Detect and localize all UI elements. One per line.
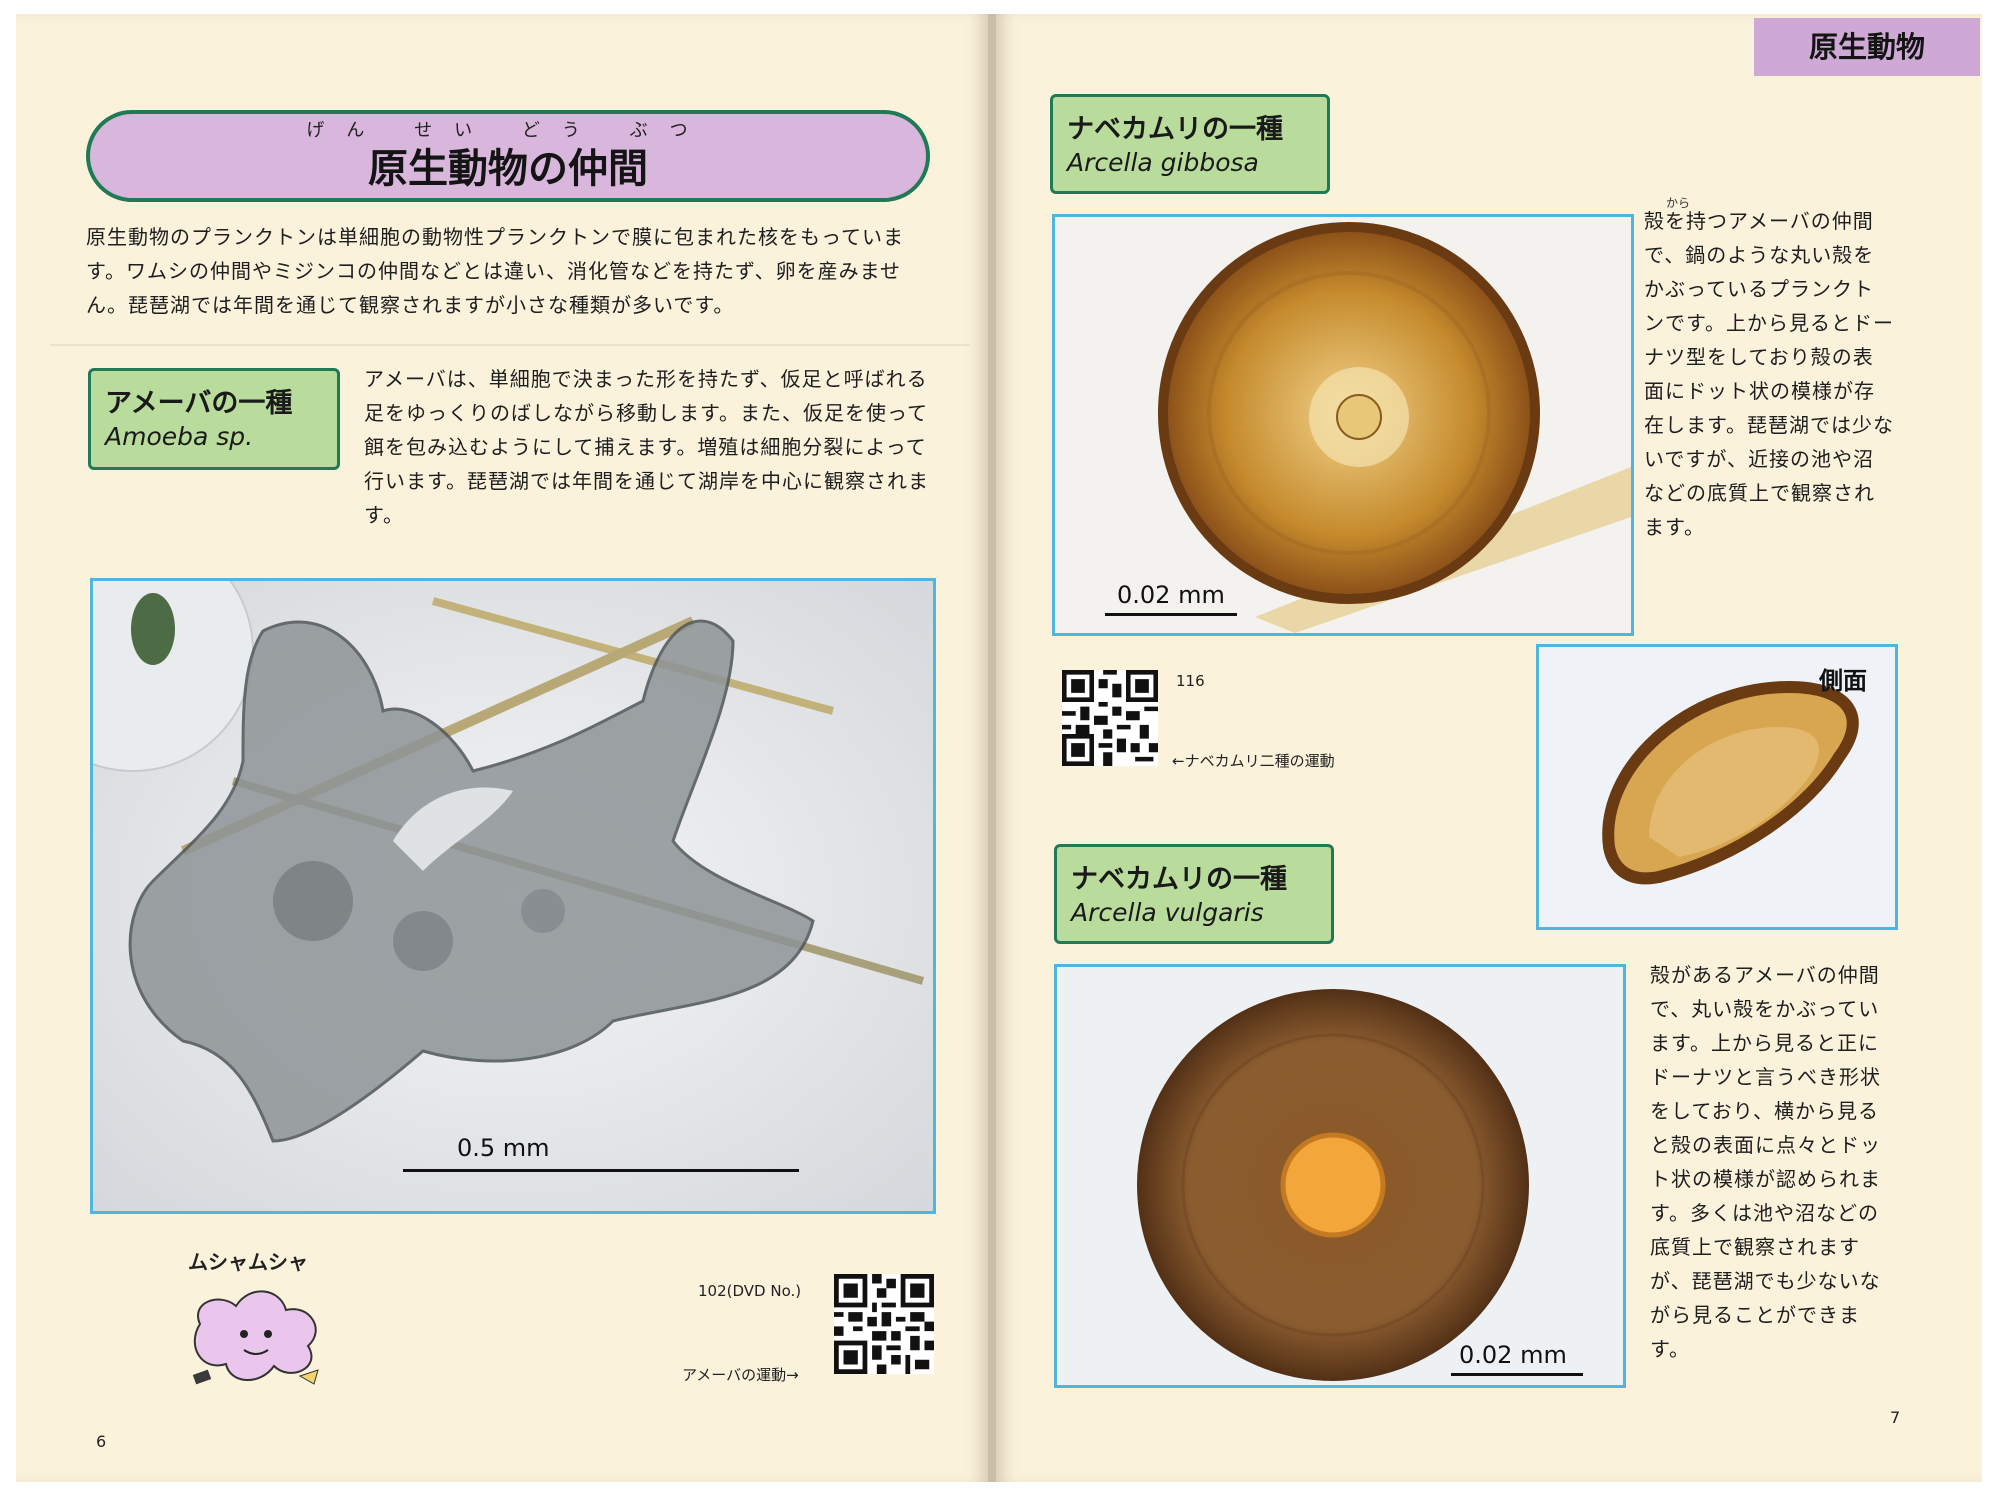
species1-scale-label: 0.02 mm — [1117, 581, 1225, 609]
title-banner: げん せい どう ぶつ 原生動物の仲間 — [86, 110, 930, 202]
species1-name-jp: ナベカムリの一種 — [1067, 114, 1283, 145]
page-number-left: 6 — [96, 1432, 107, 1451]
qr-caption-amoeba: アメーバの運動→ — [682, 1366, 799, 1384]
side-view-label: 側面 — [1819, 667, 1867, 695]
qr-code-arcella[interactable] — [1062, 670, 1158, 766]
species2-scale-bar — [1451, 1373, 1583, 1376]
mascot-text: ムシャムシャ — [188, 1250, 308, 1274]
intro-paragraph: 原生動物のプランクトンは単細胞の動物性プランクトンで膜に包まれた核をもっています… — [86, 225, 904, 317]
species2-label: ナベカムリの一種 Arcella vulgaris — [1054, 844, 1334, 944]
qr-code-amoeba[interactable] — [834, 1274, 934, 1374]
arcella-gibbosa-illustration — [1055, 217, 1631, 633]
amoeba-label: アメーバの一種 Amoeba sp. — [88, 368, 340, 470]
species1-label: ナベカムリの一種 Arcella gibbosa — [1050, 94, 1330, 194]
qr-caption-arcella: ←ナベカムリ二種の運動 — [1172, 752, 1335, 770]
side-view-photo: 側面 — [1536, 644, 1898, 930]
amoeba-name-sci: Amoeba sp. — [105, 422, 254, 451]
amoeba-name-jp: アメーバの一種 — [105, 388, 293, 419]
arcella-side-illustration — [1539, 647, 1895, 927]
species2-photo: 0.02 mm — [1054, 964, 1626, 1388]
species1-photo: 0.02 mm — [1052, 214, 1634, 636]
section-divider — [50, 344, 970, 346]
amoeba-scale-label: 0.5 mm — [457, 1134, 550, 1162]
species2-description: 殻があるアメーバの仲間で、丸い殻をかぶっています。上から見ると正にドーナツと言う… — [1650, 963, 1881, 1361]
species2-name-jp: ナベカムリの一種 — [1071, 864, 1287, 895]
species1-scale-bar — [1105, 613, 1237, 616]
qr-number: 116 — [1176, 672, 1205, 690]
species1-name-sci: Arcella gibbosa — [1067, 148, 1259, 177]
species1-ruby: から — [1666, 196, 1691, 210]
title-ruby: げん せい どう ぶつ — [306, 120, 710, 141]
mascot-amoeba-icon — [192, 1290, 319, 1385]
dvd-label: 102(DVD No.) — [698, 1282, 802, 1300]
species2-name-sci: Arcella vulgaris — [1071, 898, 1264, 927]
species1-description: 殻を持つアメーバの仲間で、鍋のような丸い殻をかぶっているプランクトンです。上から… — [1644, 209, 1894, 539]
qr-code-icon — [1062, 670, 1158, 766]
page-number-right: 7 — [1890, 1408, 1901, 1427]
section-tab: 原生動物 — [1754, 18, 1980, 76]
amoeba-scale-bar — [403, 1169, 799, 1172]
book-gutter — [988, 14, 996, 1482]
page-title: 原生動物の仲間 — [368, 146, 648, 192]
amoeba-photo: 0.5 mm — [90, 578, 936, 1214]
species2-scale-label: 0.02 mm — [1459, 1341, 1567, 1369]
amoeba-description: アメーバは、単細胞で決まった形を持たず、仮足と呼ばれる足をゆっくりのばしながら移… — [364, 367, 929, 527]
mascot-illustration: ムシャムシャ — [180, 1246, 340, 1396]
amoeba-illustration — [93, 581, 933, 1211]
arcella-vulgaris-illustration — [1057, 967, 1623, 1385]
qr-code-icon — [834, 1274, 934, 1374]
